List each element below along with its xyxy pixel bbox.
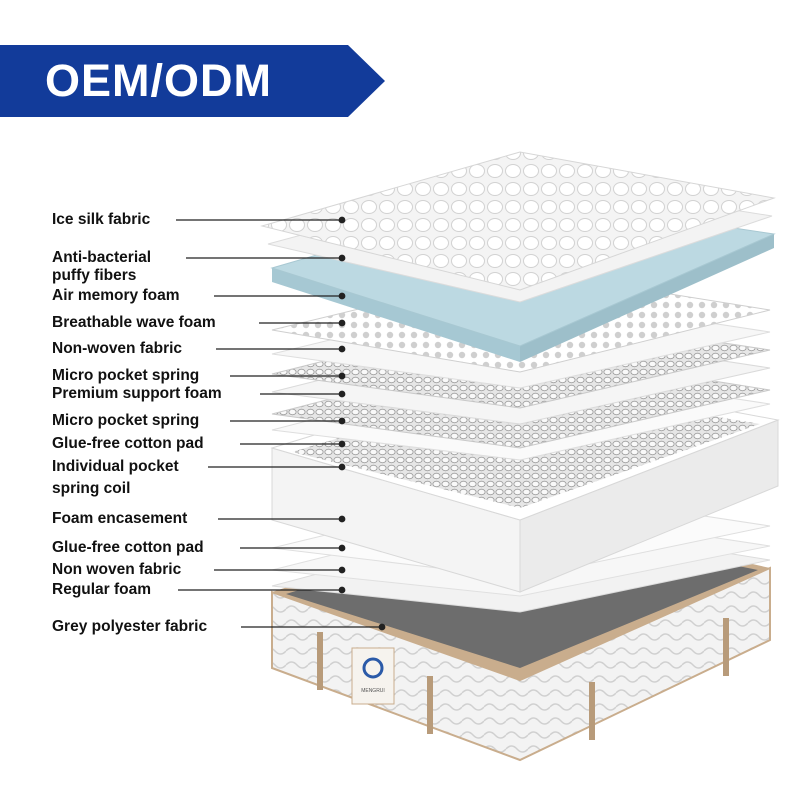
leader-lines	[176, 216, 386, 631]
label-glue-free-cotton-pad-1: Glue-free cotton pad	[52, 435, 204, 452]
label-non-woven-fabric: Non-woven fabric	[52, 340, 183, 357]
oem-odm-banner	[0, 45, 385, 117]
air-memory-foam-right	[520, 234, 774, 362]
banner-title: OEM/ODM	[45, 55, 272, 106]
label-premium-support-foam: Premium support foam	[52, 385, 222, 402]
label-grey-polyester-fabric: Grey polyester fabric	[52, 618, 208, 635]
label-non-woven-fabric-2: Non woven fabric	[52, 561, 182, 578]
label-micro-pocket-spring-2: Micro pocket spring	[52, 412, 200, 429]
air-memory-foam-front	[272, 268, 520, 362]
ice-silk-fabric-layer	[260, 151, 776, 291]
brand-logo-icon	[362, 657, 384, 679]
label-air-memory-foam: Air memory foam	[52, 287, 180, 304]
label-anti-bacterial: Anti-bacterial	[52, 249, 152, 266]
label-foam-encasement: Foam encasement	[52, 510, 188, 527]
label-glue-free-cotton-pad-2: Glue-free cotton pad	[52, 539, 204, 556]
label-spring-coil: spring coil	[52, 480, 131, 497]
banner-arrow-shape	[0, 45, 385, 117]
label-breathable-wave-foam: Breathable wave foam	[52, 314, 216, 331]
label-puffy-fibers: puffy fibers	[52, 267, 137, 284]
label-ice-silk-fabric: Ice silk fabric	[52, 211, 151, 228]
label-micro-pocket-spring-1: Micro pocket spring	[52, 367, 200, 384]
label-individual-pocket: Individual pocket	[52, 458, 179, 475]
brand-logo-text: MENGRUI	[361, 688, 385, 694]
label-regular-foam: Regular foam	[52, 581, 152, 598]
base-handles	[317, 618, 729, 740]
